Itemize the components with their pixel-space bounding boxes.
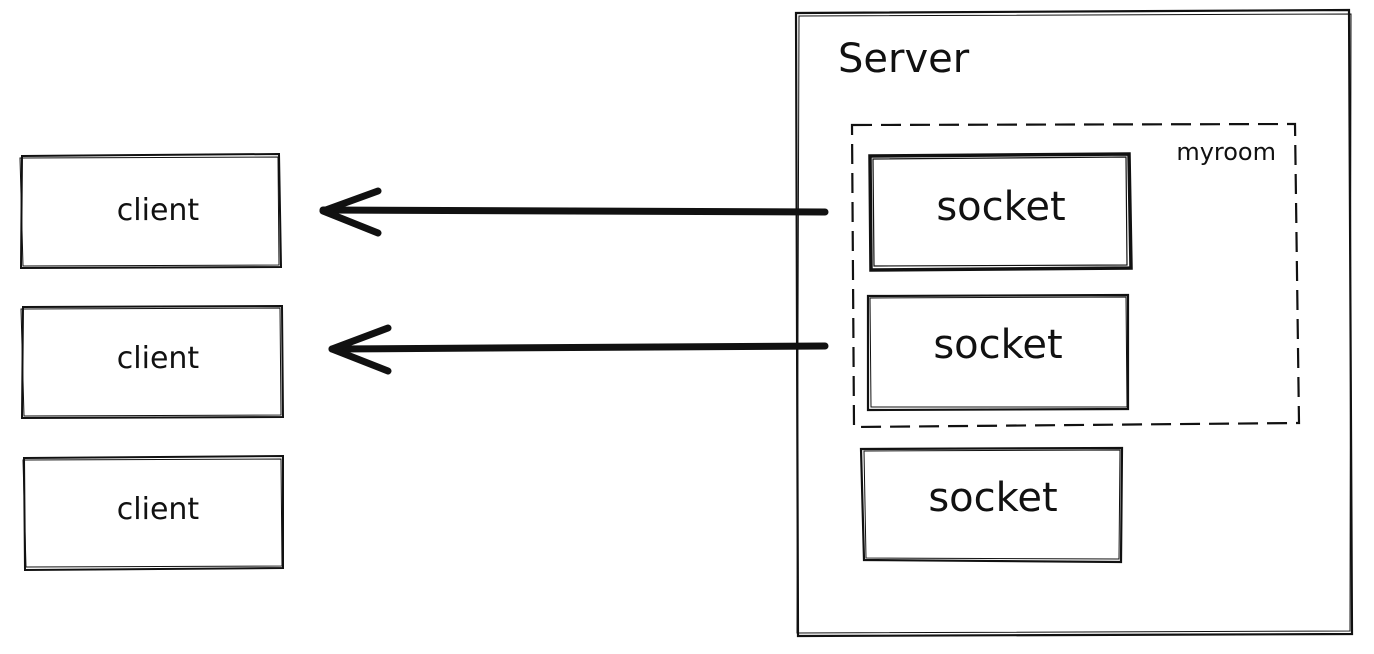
arrow-socket2-to-client2: [328, 324, 829, 375]
client-label-3: client: [117, 492, 200, 527]
socket-box-3: socket: [859, 446, 1124, 564]
socket-label-2: socket: [933, 322, 1062, 368]
server-label: Server: [838, 36, 970, 82]
room-label: myroom: [1176, 138, 1276, 166]
socket-label-3: socket: [928, 475, 1057, 521]
client-label-2: client: [117, 341, 200, 376]
socket-box-2: socket: [866, 293, 1130, 412]
room-box: myroom: [850, 122, 1301, 429]
client-box-3: client: [22, 454, 284, 572]
socket-label-1: socket: [936, 184, 1065, 230]
server-box: Server: [794, 8, 1354, 638]
arrow-socket1-to-client1: [319, 187, 829, 237]
client-box-2: client: [20, 304, 285, 420]
client-label-1: client: [117, 193, 200, 228]
socket-box-1: socket: [868, 152, 1133, 272]
client-box-1: client: [19, 152, 283, 270]
